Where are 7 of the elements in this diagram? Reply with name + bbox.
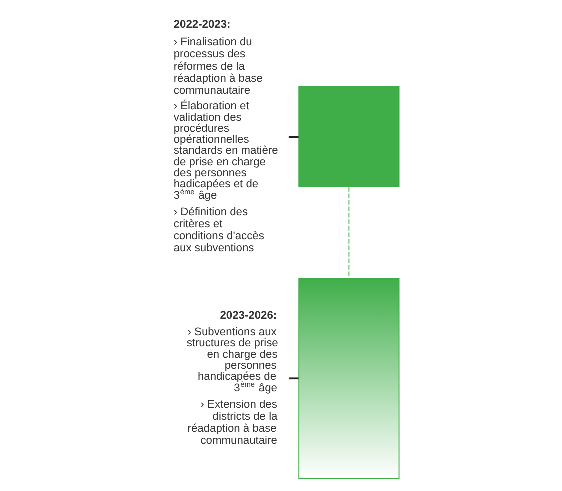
connector [288, 136, 299, 138]
node-text: 2023-2026: › Subventions aux structures de prise en charge des personnes handicapées de 3$^{ème}$ âge › Extension des districts de la réadaption à base communautaire [186, 310, 278, 448]
connector [289, 378, 299, 380]
node-bar [298, 278, 400, 480]
connector [348, 186, 350, 279]
node-bar [298, 86, 400, 188]
node-text: 2022-2023: › Finalisation du processus des réformes de la réadaption à base communautaire › Élaboration et validation des procédures opérationnelles standards en matière de prise en charge des personnes hadicapées et de 3$^{ème}$ âge › Définition des critères et conditions d'accès aux subventions [174, 19, 278, 255]
